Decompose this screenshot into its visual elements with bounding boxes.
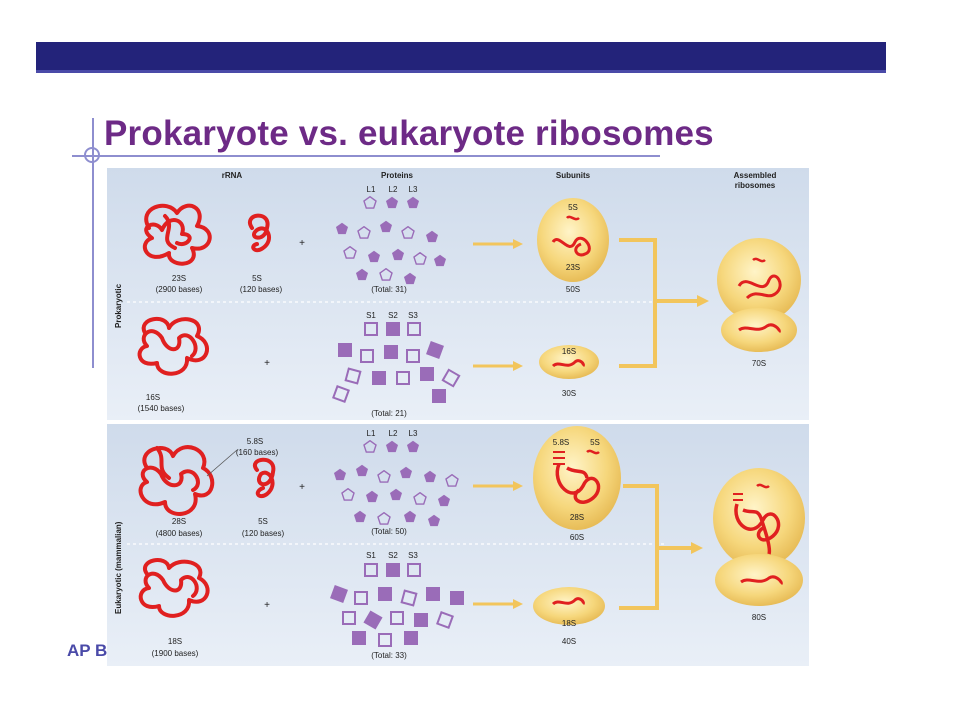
slide-footer: AP B [67,641,108,660]
sub-5s-rna [566,215,580,221]
label-5s-bases: (120 bases) [240,285,283,294]
euk-small-protein-total: (Total: 33) [371,651,407,660]
decor-vertical-line [92,118,94,368]
slide-title: Prokaryote vs. eukaryote ribosomes [104,114,714,153]
label-5s-euk: 5S [258,517,268,526]
label-16s: 16S [146,393,160,402]
protein-label-euk-l3: L3 [409,429,418,438]
bracket-euk [619,484,693,610]
sub-28s-rna [555,463,601,504]
ribo-80s-5s [756,483,770,489]
label-sub-5s-euk: 5S [590,438,600,447]
ribosome-80s-large [713,468,805,568]
plus-sign: + [299,238,305,249]
label-58s-bases: (160 bases) [236,448,279,457]
protein-label-l3: L3 [409,185,418,194]
col-proteins: Proteins [381,171,414,180]
subunit-30s [539,345,599,379]
protein-label-euk-l2: L2 [389,429,398,438]
bracket-prok [619,238,699,368]
prokaryotic-panel [107,168,809,420]
label-sub-18s: 18S [562,619,576,628]
arrow-prok-small [473,361,523,371]
protein-label-euk-s2: S2 [388,551,398,560]
sub-23s-rna [551,236,591,257]
label-23s-bases: (2900 bases) [156,285,203,294]
label-5s-euk-bases: (120 bases) [242,529,285,538]
sub-16s-rna [551,359,585,368]
col-subunits: Subunits [556,171,591,180]
sub-5s-euk-rna [586,449,600,455]
rna-28s-squiggle [138,445,215,516]
protein-cluster-euk-small [330,563,464,647]
protein-label-s3: S3 [408,311,418,320]
prok-small-protein-total: (Total: 21) [371,409,407,418]
ribo-70s-23s [737,274,782,300]
label-16s-bases: (1540 bases) [138,404,185,413]
rna-18s-squiggle [138,558,210,618]
title-banner [36,42,886,73]
side-label-prokaryotic: Prokaryotic [114,283,123,328]
ribo-80s-58s [733,493,743,501]
col-assembled-1: Assembled [734,171,777,180]
label-30s: 30S [562,389,576,398]
label-80s: 80S [752,613,766,622]
protein-label-euk-s3: S3 [408,551,418,560]
arrow-euk-large [473,481,523,491]
ribo-70s-16s [738,323,781,334]
label-sub-23s: 23S [566,263,580,272]
protein-label-s2: S2 [388,311,398,320]
protein-label-l1: L1 [367,185,376,194]
ribosome-70s-large [717,238,801,322]
label-70s: 70S [752,359,766,368]
label-sub-5s: 5S [568,203,578,212]
protein-label-euk-l1: L1 [367,429,376,438]
label-28s: 28S [172,517,186,526]
rna-5s-squiggle [248,213,271,253]
label-23s: 23S [172,274,186,283]
prok-large-protein-total: (Total: 31) [371,285,407,294]
subunit-50s [537,198,609,282]
euk-large-protein-total: (Total: 50) [371,527,407,536]
arrow-euk-small [473,599,523,609]
col-rrna: rRNA [222,171,243,180]
decor-crosshair-circle [84,147,100,163]
protein-cluster-prok-small [332,322,461,403]
label-60s: 60S [570,533,584,542]
plus-sign-3: + [299,482,305,493]
plus-sign-2: + [264,358,270,369]
ribo-70s-5s [752,257,766,263]
label-sub-58s: 5.8S [553,438,569,447]
label-18s: 18S [168,637,182,646]
protein-label-euk-s1: S1 [366,551,376,560]
label-58s: 5.8S [247,437,263,446]
label-18s-bases: (1900 bases) [152,649,199,658]
decor-horizontal-line [72,155,660,157]
subunit-40s [533,587,605,625]
eukaryotic-panel [107,424,809,666]
sub-18s-rna [551,597,585,606]
label-sub-28s: 28S [570,513,584,522]
label-5s: 5S [252,274,262,283]
protein-label-s1: S1 [366,311,376,320]
rna-23s-squiggle [142,203,212,266]
leader-58s [206,449,238,477]
ribo-80s-28s [734,503,781,555]
label-sub-16s: 16S [562,347,576,356]
ribosome-figure: rRNA Proteins Subunits Assembled ribosom… [107,168,809,666]
bracket-euk-arrowhead [691,542,703,554]
protein-label-l2: L2 [389,185,398,194]
arrow-prok-large [473,239,523,249]
ribo-80s-18s [740,575,783,586]
label-28s-bases: (4800 bases) [156,529,203,538]
col-assembled-2: ribosomes [735,181,776,190]
bracket-prok-arrowhead [697,295,709,307]
label-50s: 50S [566,285,580,294]
plus-sign-4: + [264,600,270,611]
side-label-eukaryotic: Eukaryotic (mammalian) [114,521,123,614]
rna-5s-euk-squiggle [253,457,276,499]
label-40s: 40S [562,637,576,646]
rna-16s-squiggle [137,317,209,376]
